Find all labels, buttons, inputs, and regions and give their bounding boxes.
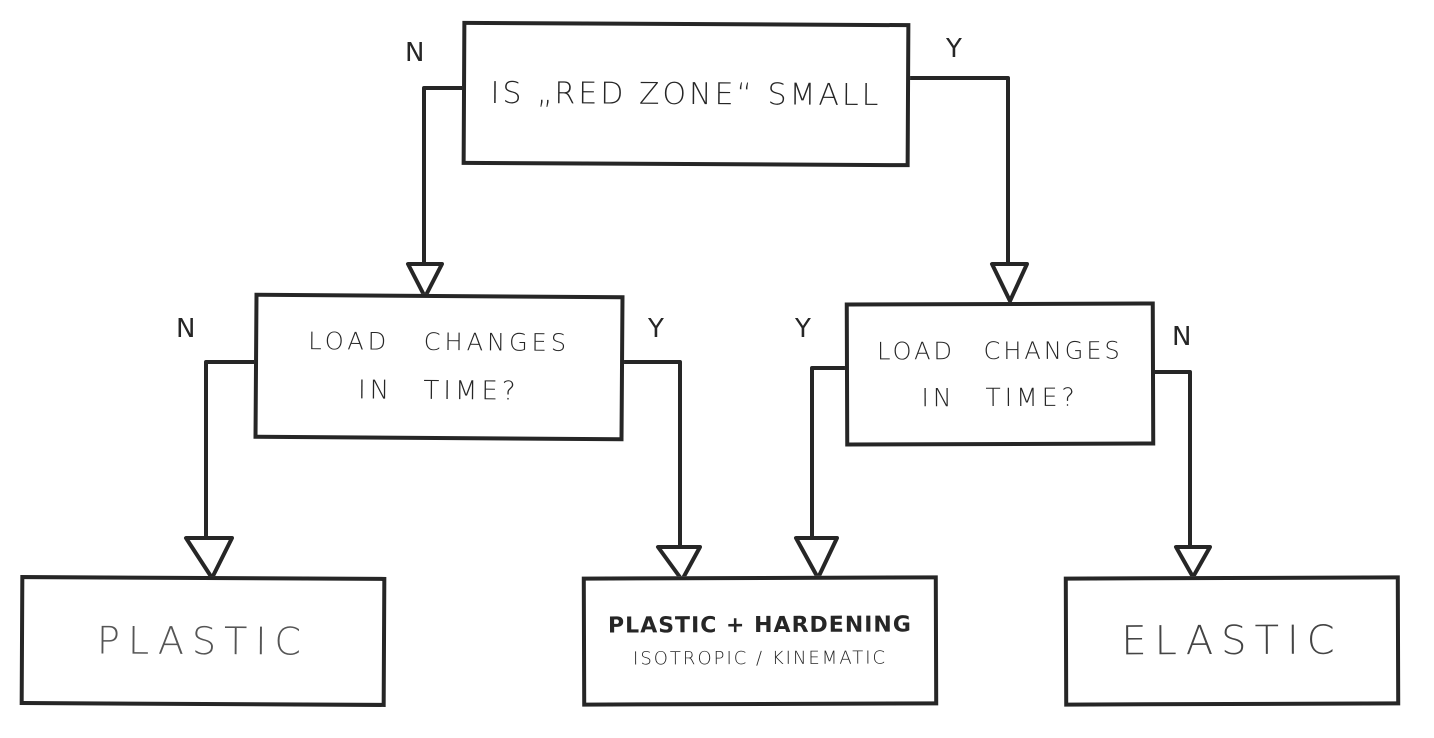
root-yes-connector [906, 76, 1010, 270]
arrowhead-hardening-right [794, 536, 839, 580]
right-question-line1: LOAD CHANGES [877, 336, 1123, 365]
right-yes-connector [810, 366, 849, 542]
arrowhead-left-question [406, 262, 444, 299]
left-question-box: LOAD CHANGES IN TIME? [253, 292, 625, 442]
arrowhead-hardening-left [656, 545, 702, 582]
left-yes-label: Y [648, 314, 664, 344]
plastic-outcome-box: PLASTIC [19, 575, 387, 707]
left-yes-connector [620, 360, 682, 550]
right-question-line2: IN TIME? [921, 382, 1079, 412]
plastic-outcome-text: PLASTIC [96, 618, 310, 664]
root-yes-label: Y [946, 34, 962, 64]
arrowhead-plastic [184, 536, 234, 580]
elastic-outcome-text: ELASTIC [1121, 617, 1343, 665]
right-yes-label: Y [795, 314, 811, 344]
root-no-label: N [405, 38, 425, 68]
right-question-box: LOAD CHANGES IN TIME? [844, 301, 1156, 447]
arrowhead-right-question [990, 262, 1029, 303]
left-question-line1: LOAD CHANGES [308, 327, 571, 357]
root-question-box: IS „RED ZONE“ SMALL [461, 20, 911, 168]
left-no-label: N [176, 314, 196, 344]
hardening-outcome-box: PLASTIC + HARDENING ISOTROPIC / KINEMATI… [581, 575, 939, 707]
hardening-outcome-line2: ISOTROPIC / KINEMATIC [632, 647, 888, 670]
left-question-line2: IN TIME? [357, 375, 520, 407]
elastic-outcome-box: ELASTIC [1063, 575, 1401, 707]
root-no-connector [422, 86, 464, 270]
right-no-label: N [1172, 322, 1192, 352]
right-no-connector [1150, 370, 1192, 550]
arrowhead-elastic [1174, 545, 1212, 579]
root-question-text: IS „RED ZONE“ SMALL [490, 75, 882, 113]
hardening-outcome-line1: PLASTIC + HARDENING [607, 612, 912, 639]
left-no-connector [204, 360, 260, 542]
